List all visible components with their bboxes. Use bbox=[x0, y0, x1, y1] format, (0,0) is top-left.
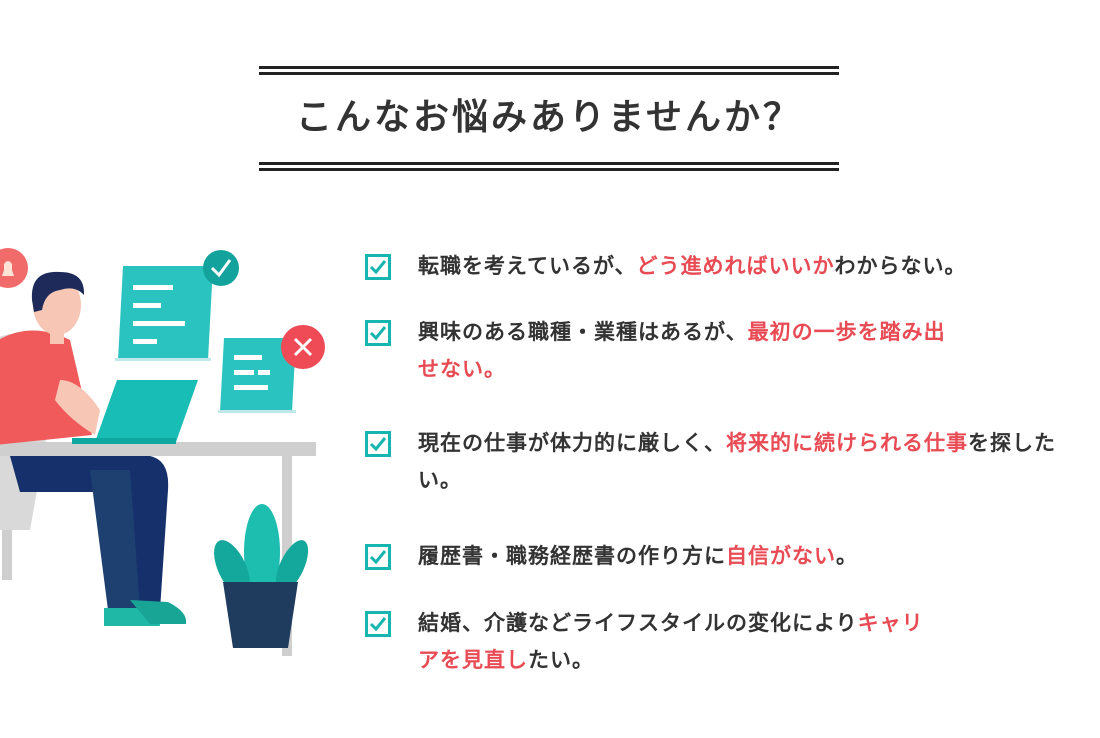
checkbox-checked-icon bbox=[365, 611, 391, 637]
checkbox-checked-icon bbox=[365, 254, 391, 280]
document-card-1 bbox=[115, 266, 213, 361]
page-title: こんなお悩みありませんか？ bbox=[296, 97, 802, 138]
item-text: 現在の仕事が体力的に厳しく、将来的に続けられる仕事を探したい。 bbox=[418, 431, 1056, 492]
laptop bbox=[95, 380, 198, 442]
person-shirt bbox=[0, 330, 92, 445]
checkbox-checked-icon bbox=[365, 544, 391, 570]
item-text: 興味のある職種・業種はあるが、最初の一歩を踏み出せない。 bbox=[418, 320, 946, 381]
checkbox-checked-icon bbox=[365, 320, 391, 346]
check-circle-icon bbox=[203, 250, 239, 286]
item-text: 結婚、介護などライフスタイルの変化によりキャリアを見直したい。 bbox=[418, 611, 924, 672]
plant bbox=[214, 504, 309, 648]
heading-bottom-rule bbox=[259, 162, 839, 171]
item-text: 履歴書・職務経歴書の作り方に自信がない。 bbox=[418, 544, 858, 568]
worker-illustration bbox=[0, 248, 325, 656]
notification-bell-icon bbox=[0, 248, 28, 288]
person-pants bbox=[10, 456, 169, 610]
desk bbox=[0, 442, 316, 456]
item-text: 転職を考えているが、どう進めればいいかわからない。 bbox=[418, 254, 967, 278]
x-circle-icon bbox=[281, 325, 325, 369]
heading-block: こんなお悩みありませんか？ bbox=[259, 66, 839, 172]
heading-top-rule bbox=[259, 66, 839, 75]
checkbox-checked-icon bbox=[365, 431, 391, 457]
document-card-2 bbox=[218, 338, 296, 413]
